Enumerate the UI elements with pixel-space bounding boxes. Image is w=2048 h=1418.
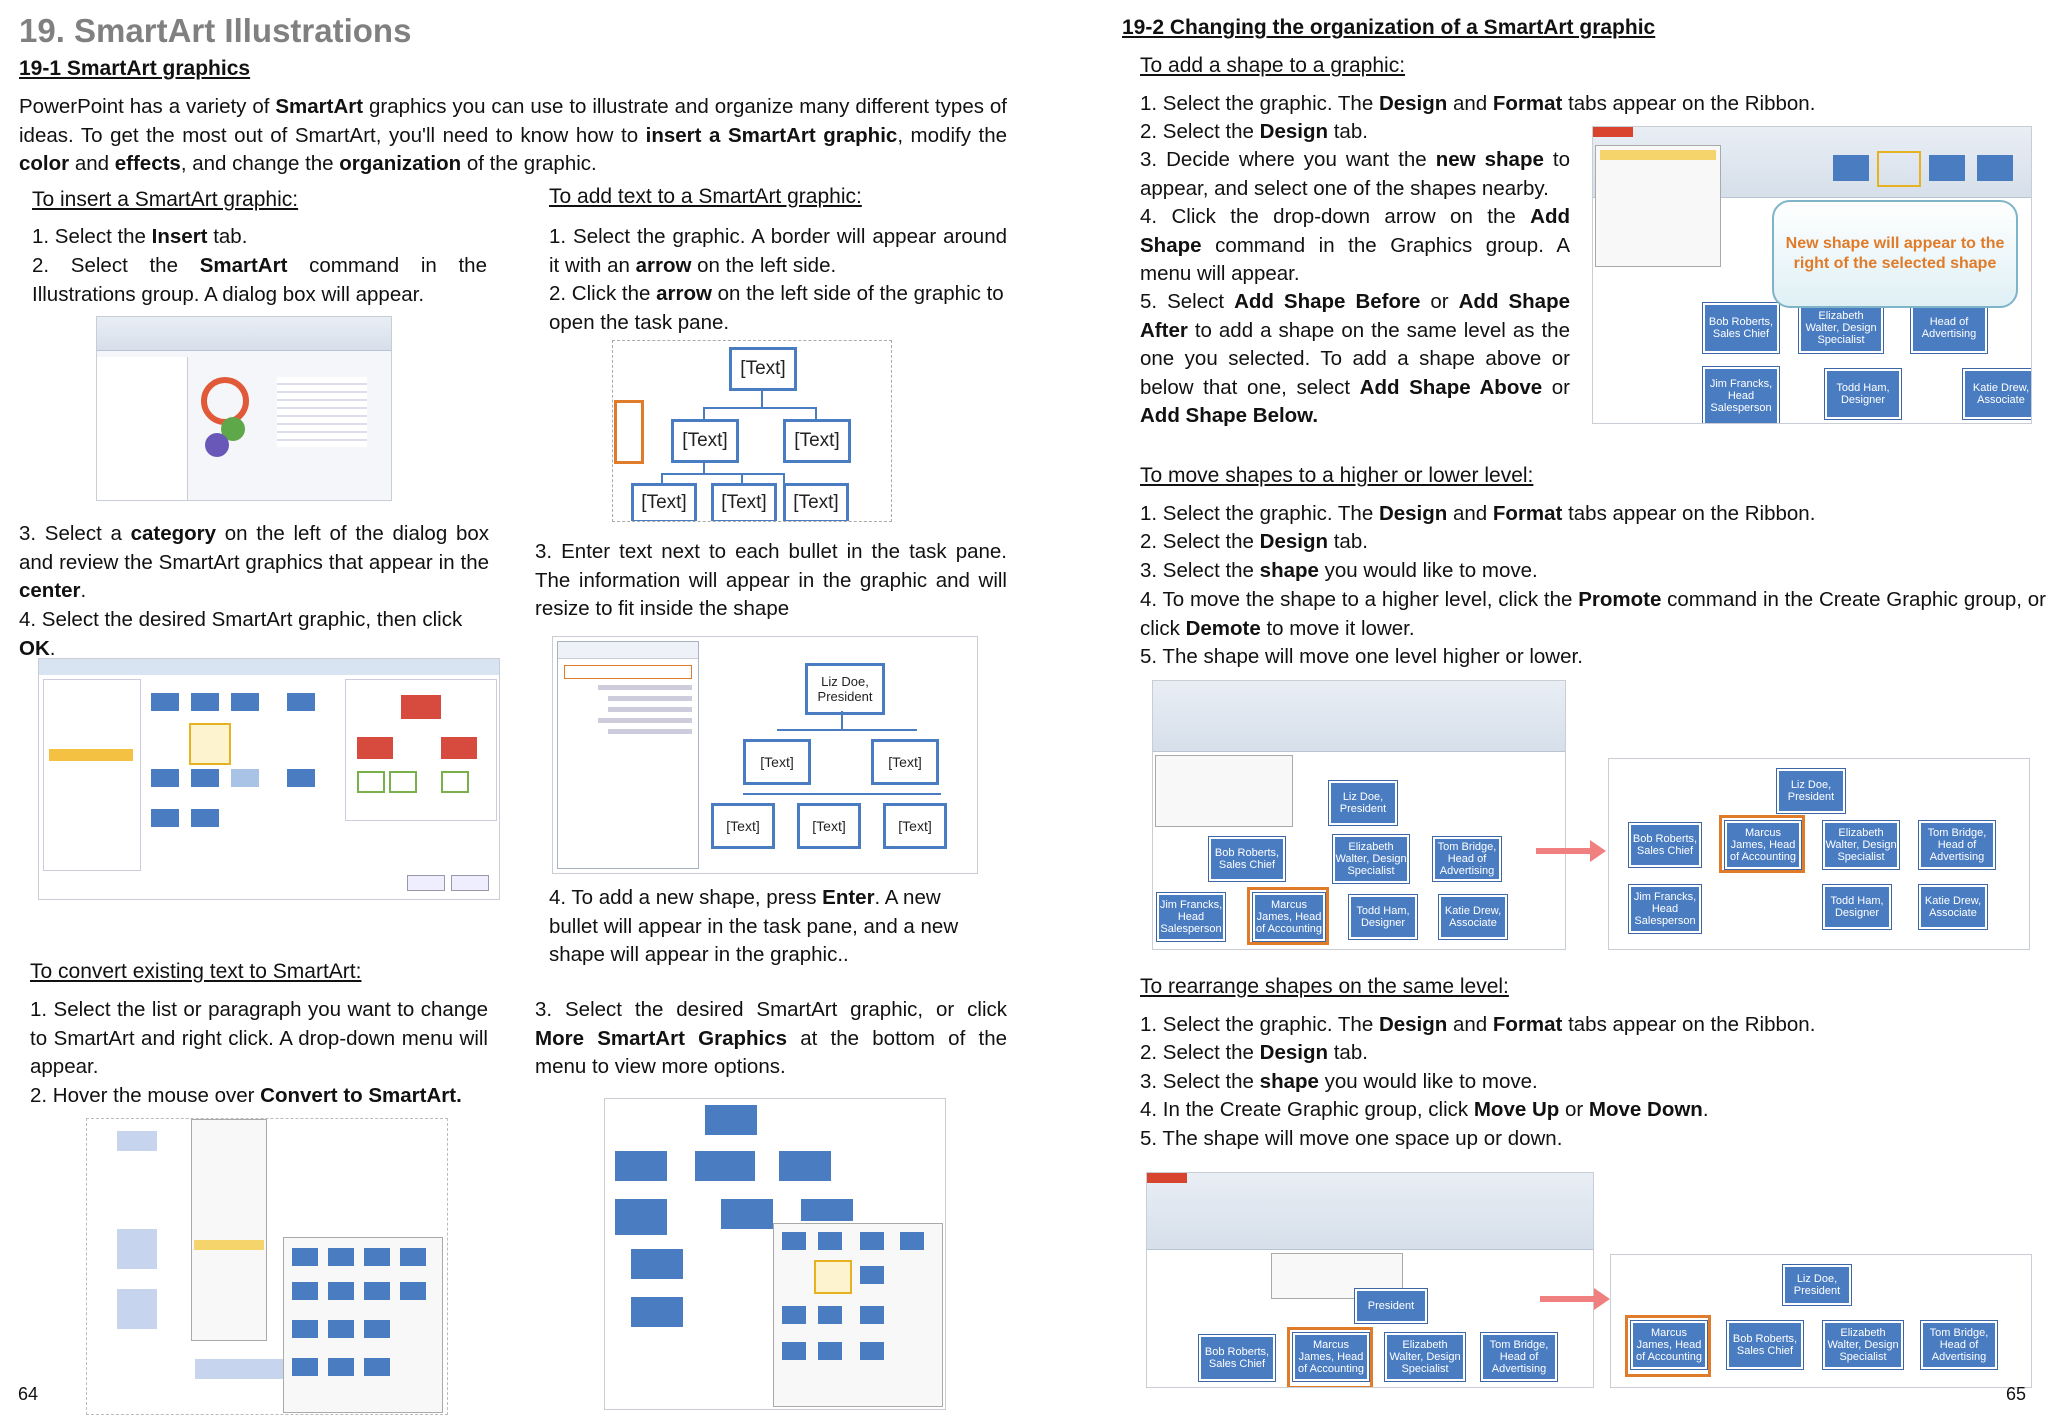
page-number-right: 65	[2006, 1384, 2027, 1404]
rearrange-step-1: 1. Select the graphic. The Design and Fo…	[1140, 1013, 1816, 1036]
text-node: [Text]	[631, 483, 697, 521]
insert-step-3: 3. Select a category on the left of the …	[19, 522, 489, 602]
insert-step-1: 1. Select the Insert tab.	[32, 225, 248, 248]
addshape-step-4: 4. Click the drop-down arrow on the Add …	[1140, 205, 1570, 285]
move-step-4: 4. To move the shape to a higher level, …	[1140, 588, 2046, 640]
addtext-step-2: 2. Click the arrow on the left side of t…	[549, 282, 1004, 334]
text-node: [Text]	[671, 419, 739, 463]
expand-arrow-highlight	[614, 400, 644, 464]
chapter-title: 19. SmartArt Illustrations	[19, 12, 412, 49]
move-before-screenshot: President Bob Roberts, Sales Chief Marcu…	[1146, 1172, 1594, 1388]
intro-paragraph: PowerPoint has a variety of SmartArt gra…	[19, 95, 1007, 175]
text-node: [Text]	[871, 739, 939, 785]
section-title-19-1: 19-1 SmartArt graphics	[19, 57, 251, 80]
addshape-step-1: 1. Select the graphic. The Design and Fo…	[1140, 92, 1816, 115]
addtext-step-3: 3. Enter text next to each bullet in the…	[535, 540, 1007, 620]
promote-arrow	[1536, 840, 1606, 862]
insert-step-2: 2. Select the SmartArt command in the Il…	[32, 254, 487, 306]
text-node: [Text]	[743, 739, 811, 785]
convert-step-3: 3. Select the desired SmartArt graphic, …	[535, 998, 1007, 1078]
page-number-left: 64	[18, 1384, 39, 1404]
rearrange-step-5: 5. The shape will move one space up or d…	[1140, 1127, 1563, 1150]
convert-step-1: 1. Select the list or paragraph you want…	[30, 998, 488, 1078]
section-title-19-2: 19-2 Changing the organization of a Smar…	[1122, 16, 1656, 39]
addtext-step-1: 1. Select the graphic. A border will app…	[549, 225, 1007, 277]
text-node: [Text]	[711, 483, 777, 521]
move-step-5: 5. The shape will move one level higher …	[1140, 645, 1583, 668]
text-node: [Text]	[729, 347, 797, 391]
text-node: [Text]	[783, 483, 849, 521]
move-step-2: 2. Select the Design tab.	[1140, 530, 1368, 553]
promote-before-screenshot: Liz Doe, President Bob Roberts, Sales Ch…	[1152, 680, 1566, 950]
text-node: [Text]	[797, 803, 861, 849]
insert-smartart-screenshot	[96, 316, 392, 501]
move-after-screenshot: Liz Doe, President Marcus James, Head of…	[1610, 1254, 2032, 1388]
text-node: [Text]	[883, 803, 947, 849]
rearrange-heading: To rearrange shapes on the same level:	[1140, 975, 1509, 998]
move-heading: To move shapes to a higher or lower leve…	[1140, 464, 1534, 487]
addshape-step-2: 2. Select the Design tab.	[1140, 120, 1368, 143]
text-orgchart-screenshot: [Text] [Text] [Text] [Text] [Text] [Text…	[612, 340, 892, 522]
rearrange-step-4: 4. In the Create Graphic group, click Mo…	[1140, 1098, 1709, 1121]
convert-step-2: 2. Hover the mouse over Convert to Smart…	[30, 1084, 462, 1107]
promote-after-screenshot: Liz Doe, President Bob Roberts, Sales Ch…	[1608, 758, 2030, 950]
rearrange-step-3: 3. Select the shape you would like to mo…	[1140, 1070, 1538, 1093]
addshape-step-3: 3. Decide where you want the new shape t…	[1140, 148, 1570, 200]
insert-step-4: 4. Select the desired SmartArt graphic, …	[19, 608, 463, 660]
addtext-step-4: 4. To add a new shape, press Enter. A ne…	[549, 886, 959, 966]
task-pane-screenshot: Liz Doe, President [Text] [Text] [Text] …	[552, 636, 978, 874]
move-arrow	[1540, 1288, 1610, 1310]
rearrange-step-2: 2. Select the Design tab.	[1140, 1041, 1368, 1064]
text-node: [Text]	[711, 803, 775, 849]
choose-smartart-dialog-screenshot	[38, 658, 500, 900]
president-node: Liz Doe, President	[805, 663, 885, 715]
text-node: [Text]	[783, 419, 851, 463]
move-step-1: 1. Select the graphic. The Design and Fo…	[1140, 502, 1816, 525]
insert-heading: To insert a SmartArt graphic:	[32, 188, 299, 211]
addshape-heading: To add a shape to a graphic:	[1140, 54, 1406, 77]
addtext-heading: To add text to a SmartArt graphic:	[549, 185, 862, 208]
move-step-3: 3. Select the shape you would like to mo…	[1140, 559, 1538, 582]
more-graphics-screenshot	[604, 1098, 946, 1410]
convert-menu-screenshot	[86, 1118, 448, 1415]
new-shape-callout: New shape will appear to the right of th…	[1772, 200, 2018, 308]
convert-heading: To convert existing text to SmartArt:	[30, 960, 362, 983]
addshape-step-5: 5. Select Add Shape Before or Add Shape …	[1140, 290, 1570, 427]
